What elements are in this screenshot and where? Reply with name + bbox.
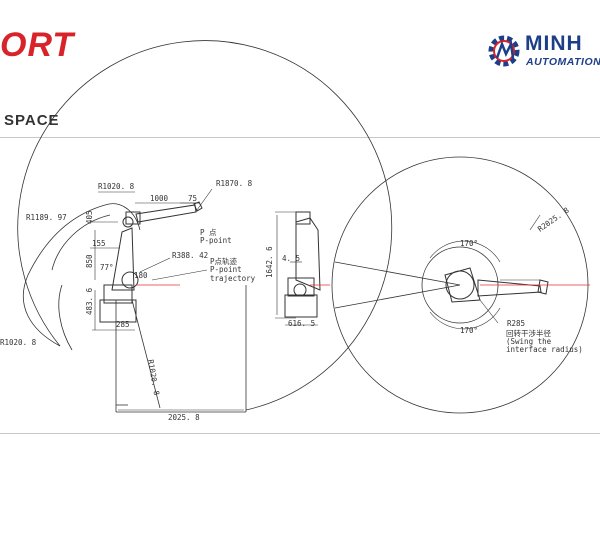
label-top-angle-bottom: 170° <box>460 326 478 335</box>
label-top-r-swing: R285 <box>507 319 525 328</box>
label-r388: R388. 42 <box>172 251 208 260</box>
label-r-vertical: R1020. 8 <box>146 359 161 397</box>
label-155: 155 <box>92 239 106 248</box>
label-top-angle-top: 170° <box>460 239 478 248</box>
label-traj-2: trajectory <box>210 274 256 283</box>
side-view-dimensions <box>90 188 244 411</box>
divider-bottom <box>0 433 600 434</box>
label-top-r-outer: R2025. 8 <box>536 205 571 233</box>
label-angle-77: 77° <box>100 263 114 272</box>
logo-tagline: AUTOMATION <box>526 56 600 68</box>
section-title: SPACE <box>4 112 60 129</box>
label-r-outer: R1870. 8 <box>216 179 253 188</box>
divider-top <box>0 137 600 138</box>
label-traj-1: P-point <box>210 265 242 274</box>
label-swing-1: (Swing the <box>506 337 552 346</box>
label-1000: 1000 <box>150 194 169 203</box>
label-850: 850 <box>85 254 94 268</box>
logo-name: MINH <box>525 32 583 55</box>
label-75: 75 <box>188 194 197 203</box>
label-r-inner: R1189. 97 <box>26 213 67 222</box>
label-r-top: R1020. 8 <box>98 182 135 191</box>
label-483: 483. 6 <box>85 287 94 315</box>
brand-logo-text: ORT <box>0 26 75 64</box>
robot-top-view <box>444 267 549 303</box>
label-p-point: P-point <box>200 236 232 245</box>
side-view-envelope <box>17 40 393 413</box>
label-angle-180: 180 <box>134 271 148 280</box>
robot-front-view <box>275 211 321 326</box>
robot-side-view <box>99 201 203 323</box>
label-front-width: 616. 5 <box>288 319 315 328</box>
gear-icon <box>488 35 520 67</box>
label-p-point-cn: P 点 <box>200 228 217 237</box>
label-front-45: 4. 5 <box>282 254 300 263</box>
label-swing-cn: 回转干涉半径 <box>506 328 551 338</box>
label-swing-2: interface radius) <box>506 345 583 354</box>
minh-automation-logo: MINH AUTOMATION <box>485 32 600 72</box>
label-r-bottom-left: R1020. 8 <box>0 338 37 347</box>
label-2025: 2025. 8 <box>168 413 200 422</box>
label-front-height: 1642. 6 <box>265 246 274 278</box>
label-285: 285 <box>116 320 130 329</box>
label-405: 405 <box>85 210 94 224</box>
label-traj-cn: P点轨迹 <box>210 256 238 266</box>
